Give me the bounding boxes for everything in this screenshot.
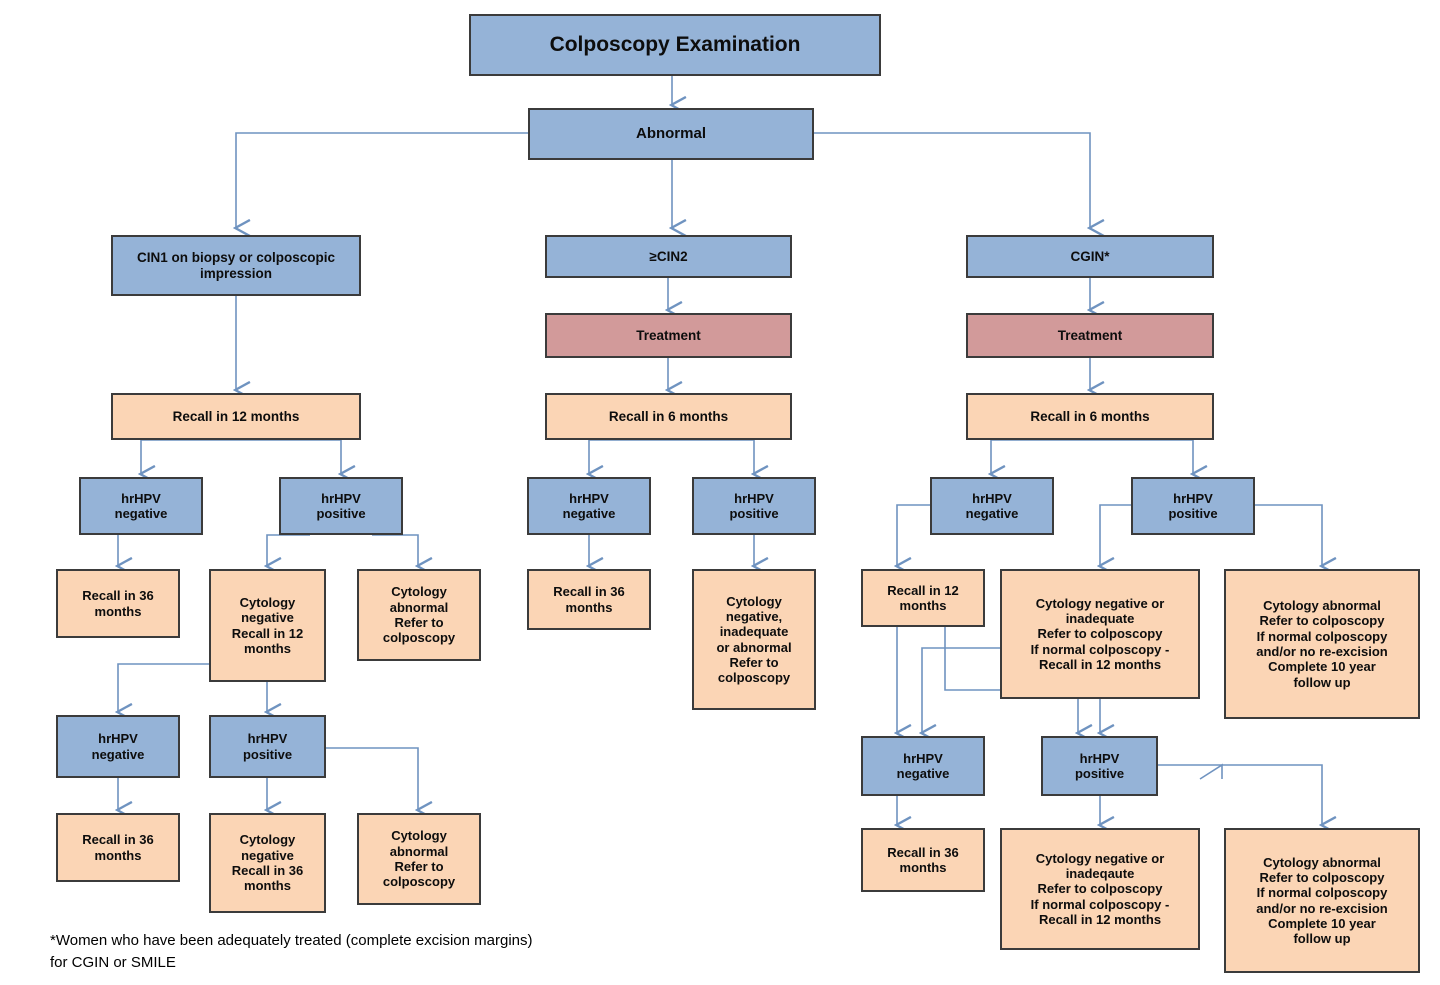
- wire-kink-artifact: [1199, 763, 1223, 780]
- node-recall-6-months-mid[interactable]: Recall in 6 months: [545, 393, 792, 440]
- wire-rcyto1-to-hpvneg2: [922, 647, 1000, 733]
- node-colposcopy-examination[interactable]: Colposcopy Examination: [469, 14, 881, 76]
- wire-abnormal-to-cgin: [814, 132, 1090, 228]
- wire-cytoneg12-to-hpvneg2: [118, 663, 210, 712]
- node-treatment-cgin[interactable]: Treatment: [966, 313, 1214, 358]
- node-right-recall-12[interactable]: Recall in 12 months: [861, 569, 985, 627]
- wire-rhpvpos2-to-cytoabn2: [1158, 764, 1322, 825]
- node-mid-cytology-mixed-refer[interactable]: Cytology negative, inadequate or abnorma…: [692, 569, 816, 710]
- node-left-cytology-abnormal-refer-2[interactable]: Cytology abnormal Refer to colposcopy: [357, 813, 481, 905]
- node-left-hrhpv-negative-1[interactable]: hrHPV negative: [79, 477, 203, 535]
- node-left-recall-36-a[interactable]: Recall in 36 months: [56, 569, 180, 638]
- node-abnormal[interactable]: Abnormal: [528, 108, 814, 160]
- node-left-recall-36-b[interactable]: Recall in 36 months: [56, 813, 180, 882]
- node-mid-recall-36[interactable]: Recall in 36 months: [527, 569, 651, 630]
- node-left-cytology-abnormal-refer-1[interactable]: Cytology abnormal Refer to colposcopy: [357, 569, 481, 661]
- wire-abnormal-to-cin1: [236, 132, 528, 228]
- wire-hpvpos1-to-cytoneg12: [267, 534, 310, 566]
- node-mid-hrhpv-negative[interactable]: hrHPV negative: [527, 477, 651, 535]
- node-right-recall-36[interactable]: Recall in 36 months: [861, 828, 985, 892]
- node-left-hrhpv-positive-2[interactable]: hrHPV positive: [209, 715, 326, 778]
- wire-recall6-to-hpvpos: [668, 439, 754, 474]
- node-cgin[interactable]: CGIN*: [966, 235, 1214, 278]
- wire-recall12-to-hpvneg1: [141, 439, 236, 474]
- wire-recall6r-to-hpvpos1: [1090, 439, 1193, 474]
- wire-recall6r-to-hpvneg1: [991, 439, 1090, 474]
- node-cin1[interactable]: CIN1 on biopsy or colposcopic impression: [111, 235, 361, 296]
- wire-rhpvpos1-to-cytoneg: [1100, 504, 1135, 566]
- node-recall-12-months-left[interactable]: Recall in 12 months: [111, 393, 361, 440]
- node-right-cytology-abnormal-2[interactable]: Cytology abnormal Refer to colposcopy If…: [1224, 828, 1420, 973]
- node-mid-hrhpv-positive[interactable]: hrHPV positive: [692, 477, 816, 535]
- node-right-cytology-abnormal-1[interactable]: Cytology abnormal Refer to colposcopy If…: [1224, 569, 1420, 719]
- node-right-hrhpv-positive-2[interactable]: hrHPV positive: [1041, 736, 1158, 796]
- node-right-cytology-negative-inadequate-2[interactable]: Cytology negative or inadeqaute Refer to…: [1000, 828, 1200, 950]
- node-treatment-cin2[interactable]: Treatment: [545, 313, 792, 358]
- wire-recall6-to-hpvneg: [589, 439, 668, 474]
- node-left-hrhpv-negative-2[interactable]: hrHPV negative: [56, 715, 180, 778]
- node-left-hrhpv-positive-1[interactable]: hrHPV positive: [279, 477, 403, 535]
- wire-recall12-to-hpvpos1: [236, 439, 341, 474]
- node-right-hrhpv-negative-2[interactable]: hrHPV negative: [861, 736, 985, 796]
- node-right-cytology-negative-inadequate-1[interactable]: Cytology negative or inadequate Refer to…: [1000, 569, 1200, 699]
- node-recall-6-months-right[interactable]: Recall in 6 months: [966, 393, 1214, 440]
- node-left-cytology-negative-recall-36[interactable]: Cytology negative Recall in 36 months: [209, 813, 326, 913]
- wire-rhpvpos1-to-cytoabn: [1251, 504, 1322, 566]
- node-right-hrhpv-negative-1[interactable]: hrHPV negative: [930, 477, 1054, 535]
- node-right-hrhpv-positive-1[interactable]: hrHPV positive: [1131, 477, 1255, 535]
- wire-hpvpos2-to-cytoabn2: [324, 747, 418, 810]
- node-left-cytology-negative-recall-12[interactable]: Cytology negative Recall in 12 months: [209, 569, 326, 682]
- footnote-cgin-smile: *Women who have been adequately treated …: [50, 932, 533, 971]
- node-cin2[interactable]: ≥CIN2: [545, 235, 792, 278]
- wire-hpvpos1-to-cytoabn: [372, 534, 418, 566]
